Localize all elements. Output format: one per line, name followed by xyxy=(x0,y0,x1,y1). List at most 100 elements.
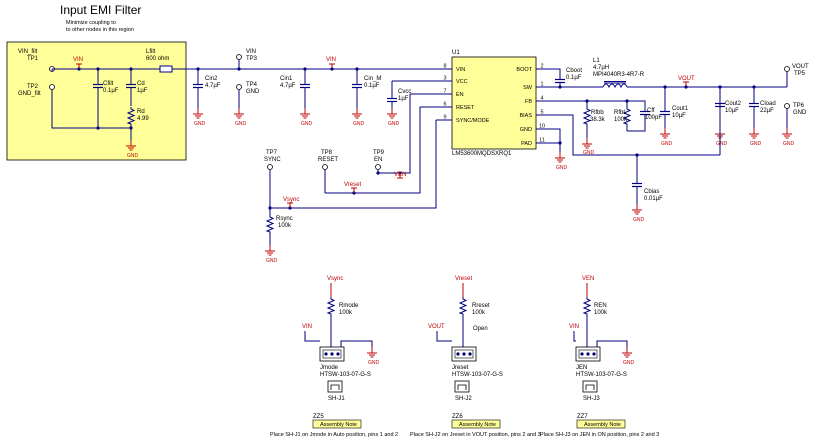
tp5-ref: TP5 xyxy=(794,71,806,77)
cvcc-value: 1µF xyxy=(398,96,409,102)
tp7-icon xyxy=(267,164,273,170)
cin2-ref: Cin2 xyxy=(205,76,218,82)
tp9-net: EN xyxy=(374,157,382,163)
svg-text:GND: GND xyxy=(556,165,568,171)
rfbt-value: 100k xyxy=(614,117,628,123)
tp2-ref: TP2 xyxy=(27,84,39,90)
assembly-note-3: Assembly Note xyxy=(584,422,621,428)
svg-text:GND: GND xyxy=(194,121,206,127)
cload-ref: Cload xyxy=(760,101,776,107)
rfbb-value: 38.3k xyxy=(590,117,606,123)
jreset-ref: Jreset xyxy=(452,365,469,371)
cboot-value: 0.1µF xyxy=(566,75,582,81)
tp6-icon xyxy=(784,103,790,109)
cin1-ref: Cin1 xyxy=(280,76,293,82)
cin-m-ref: Cin_M xyxy=(364,76,381,82)
tp7-ref: TP7 xyxy=(266,150,278,156)
tp3-ref: TP3 xyxy=(246,56,258,62)
zz5-ref: ZZ5 xyxy=(313,414,324,420)
placement-note-3: Place SH-J3 on JEN in ON position, pins … xyxy=(540,432,659,438)
u1-pin-number: 7 xyxy=(443,89,446,95)
vin-net-label-1: VIN xyxy=(73,57,83,63)
cff-ref: Cff xyxy=(647,108,655,114)
assembly-note-2: Assembly Note xyxy=(459,422,496,428)
tp8-ref: TP8 xyxy=(321,150,333,156)
cout1-ref: Cout1 xyxy=(672,106,689,112)
placement-note-1: Place SH-J1 on Jmode in Auto position, p… xyxy=(270,432,398,438)
l1-ref: L1 xyxy=(593,58,600,64)
vin-net-label-3: VIN xyxy=(302,324,312,330)
shunt-icon xyxy=(454,380,470,393)
svg-text:GND: GND xyxy=(583,150,595,156)
sh-j3-ref: SH-J3 xyxy=(583,396,600,402)
gnd-label: GND xyxy=(127,153,139,159)
ren-value: 100k xyxy=(594,310,608,316)
svg-text:GND: GND xyxy=(661,141,673,147)
u1-pin-number: 1 xyxy=(540,82,543,88)
ven-net-label-1: VEN xyxy=(394,172,406,178)
svg-text:GND: GND xyxy=(623,360,635,366)
l1-value: 4.7µH xyxy=(593,65,609,71)
u1-pin-number: 5 xyxy=(540,110,543,116)
zz6-ref: ZZ6 xyxy=(452,414,463,420)
tp1-net: VIN_filt xyxy=(18,49,38,55)
u1-pin-number: 4 xyxy=(540,96,543,102)
tp8-icon xyxy=(322,164,328,170)
rd-ref: Rd xyxy=(137,109,145,115)
tp7-net: SYNC xyxy=(264,157,281,163)
cboot-ref: Cboot xyxy=(566,68,582,74)
cfilt-ref: Cfilt xyxy=(103,81,114,87)
tp6-net: GND xyxy=(793,110,807,116)
u1-pin-number: 2 xyxy=(540,64,543,70)
tp4-ref: TP4 xyxy=(246,82,258,88)
lfilt-ref: Lfilt xyxy=(146,49,156,55)
u1-pin-name: VIN xyxy=(456,67,465,73)
svg-text:GND: GND xyxy=(750,141,762,147)
rfbt-ref: Rfbt xyxy=(614,110,625,116)
ren-ref: REN xyxy=(594,303,607,309)
rreset-value: 100k xyxy=(472,310,486,316)
u1-pin-number: 8 xyxy=(443,64,446,70)
sh-j1-ref: SH-J1 xyxy=(328,396,345,402)
svg-text:GND: GND xyxy=(301,121,313,127)
vreset-net-label-2: Vreset xyxy=(455,276,472,282)
tp3-net: VIN xyxy=(246,49,256,55)
tp6-ref: TP6 xyxy=(793,103,805,109)
tp4-icon xyxy=(236,84,242,90)
jmode-ref: Jmode xyxy=(320,365,339,371)
lfilt-value: 600 ohm xyxy=(146,56,169,62)
u1-pin-number: 11 xyxy=(539,138,545,144)
cvcc-ref: Cvcc xyxy=(398,89,411,95)
cin1-value: 4.7µF xyxy=(280,83,296,89)
inductor-icon xyxy=(602,83,628,89)
tp5-net: VOUT xyxy=(792,64,809,70)
u1-pin-name: FB xyxy=(525,99,532,105)
jmode-section: Vsync Rmode 100k VIN GND Jmode HTSW-103-… xyxy=(270,276,398,438)
u1-pin-name: VCC xyxy=(456,79,468,85)
emi-filter-region xyxy=(6,41,187,161)
u1-part: LM53600MQDSXRQ1 xyxy=(452,151,512,157)
cd-ref: Cd xyxy=(137,81,145,87)
vin-net-label-4: VIN xyxy=(569,324,579,330)
region-note-1: Minimize coupling to xyxy=(66,20,116,26)
cbias-value: 0.01µF xyxy=(644,196,663,202)
vout-net-label-2: VOUT xyxy=(428,324,445,330)
rsync-ref: Rsync xyxy=(276,216,293,222)
tp8-net: RESET xyxy=(318,157,338,163)
svg-text:GND: GND xyxy=(716,141,728,147)
u1-ref: U1 xyxy=(452,50,460,56)
vin-net-label-2: VIN xyxy=(326,57,336,63)
cff-value: 100pF xyxy=(645,115,662,121)
shunt-icon xyxy=(582,380,598,393)
jen-ref: JEN xyxy=(576,365,587,371)
u1-pin-number: 10 xyxy=(539,124,545,130)
u1-pin-name: BOOT xyxy=(516,67,532,73)
shunt-icon xyxy=(327,380,343,393)
jen-section: VEN REN 100k VIN GND JEN HTSW-103-07-G-S… xyxy=(540,276,659,438)
l1-part: MPI4040R3-4R7-R xyxy=(593,72,645,78)
page-title: Input EMI Filter xyxy=(60,3,141,17)
svg-text:GND: GND xyxy=(353,121,365,127)
u1-pin-number: 3 xyxy=(443,76,446,82)
u1-pin-name: SW xyxy=(523,85,533,91)
